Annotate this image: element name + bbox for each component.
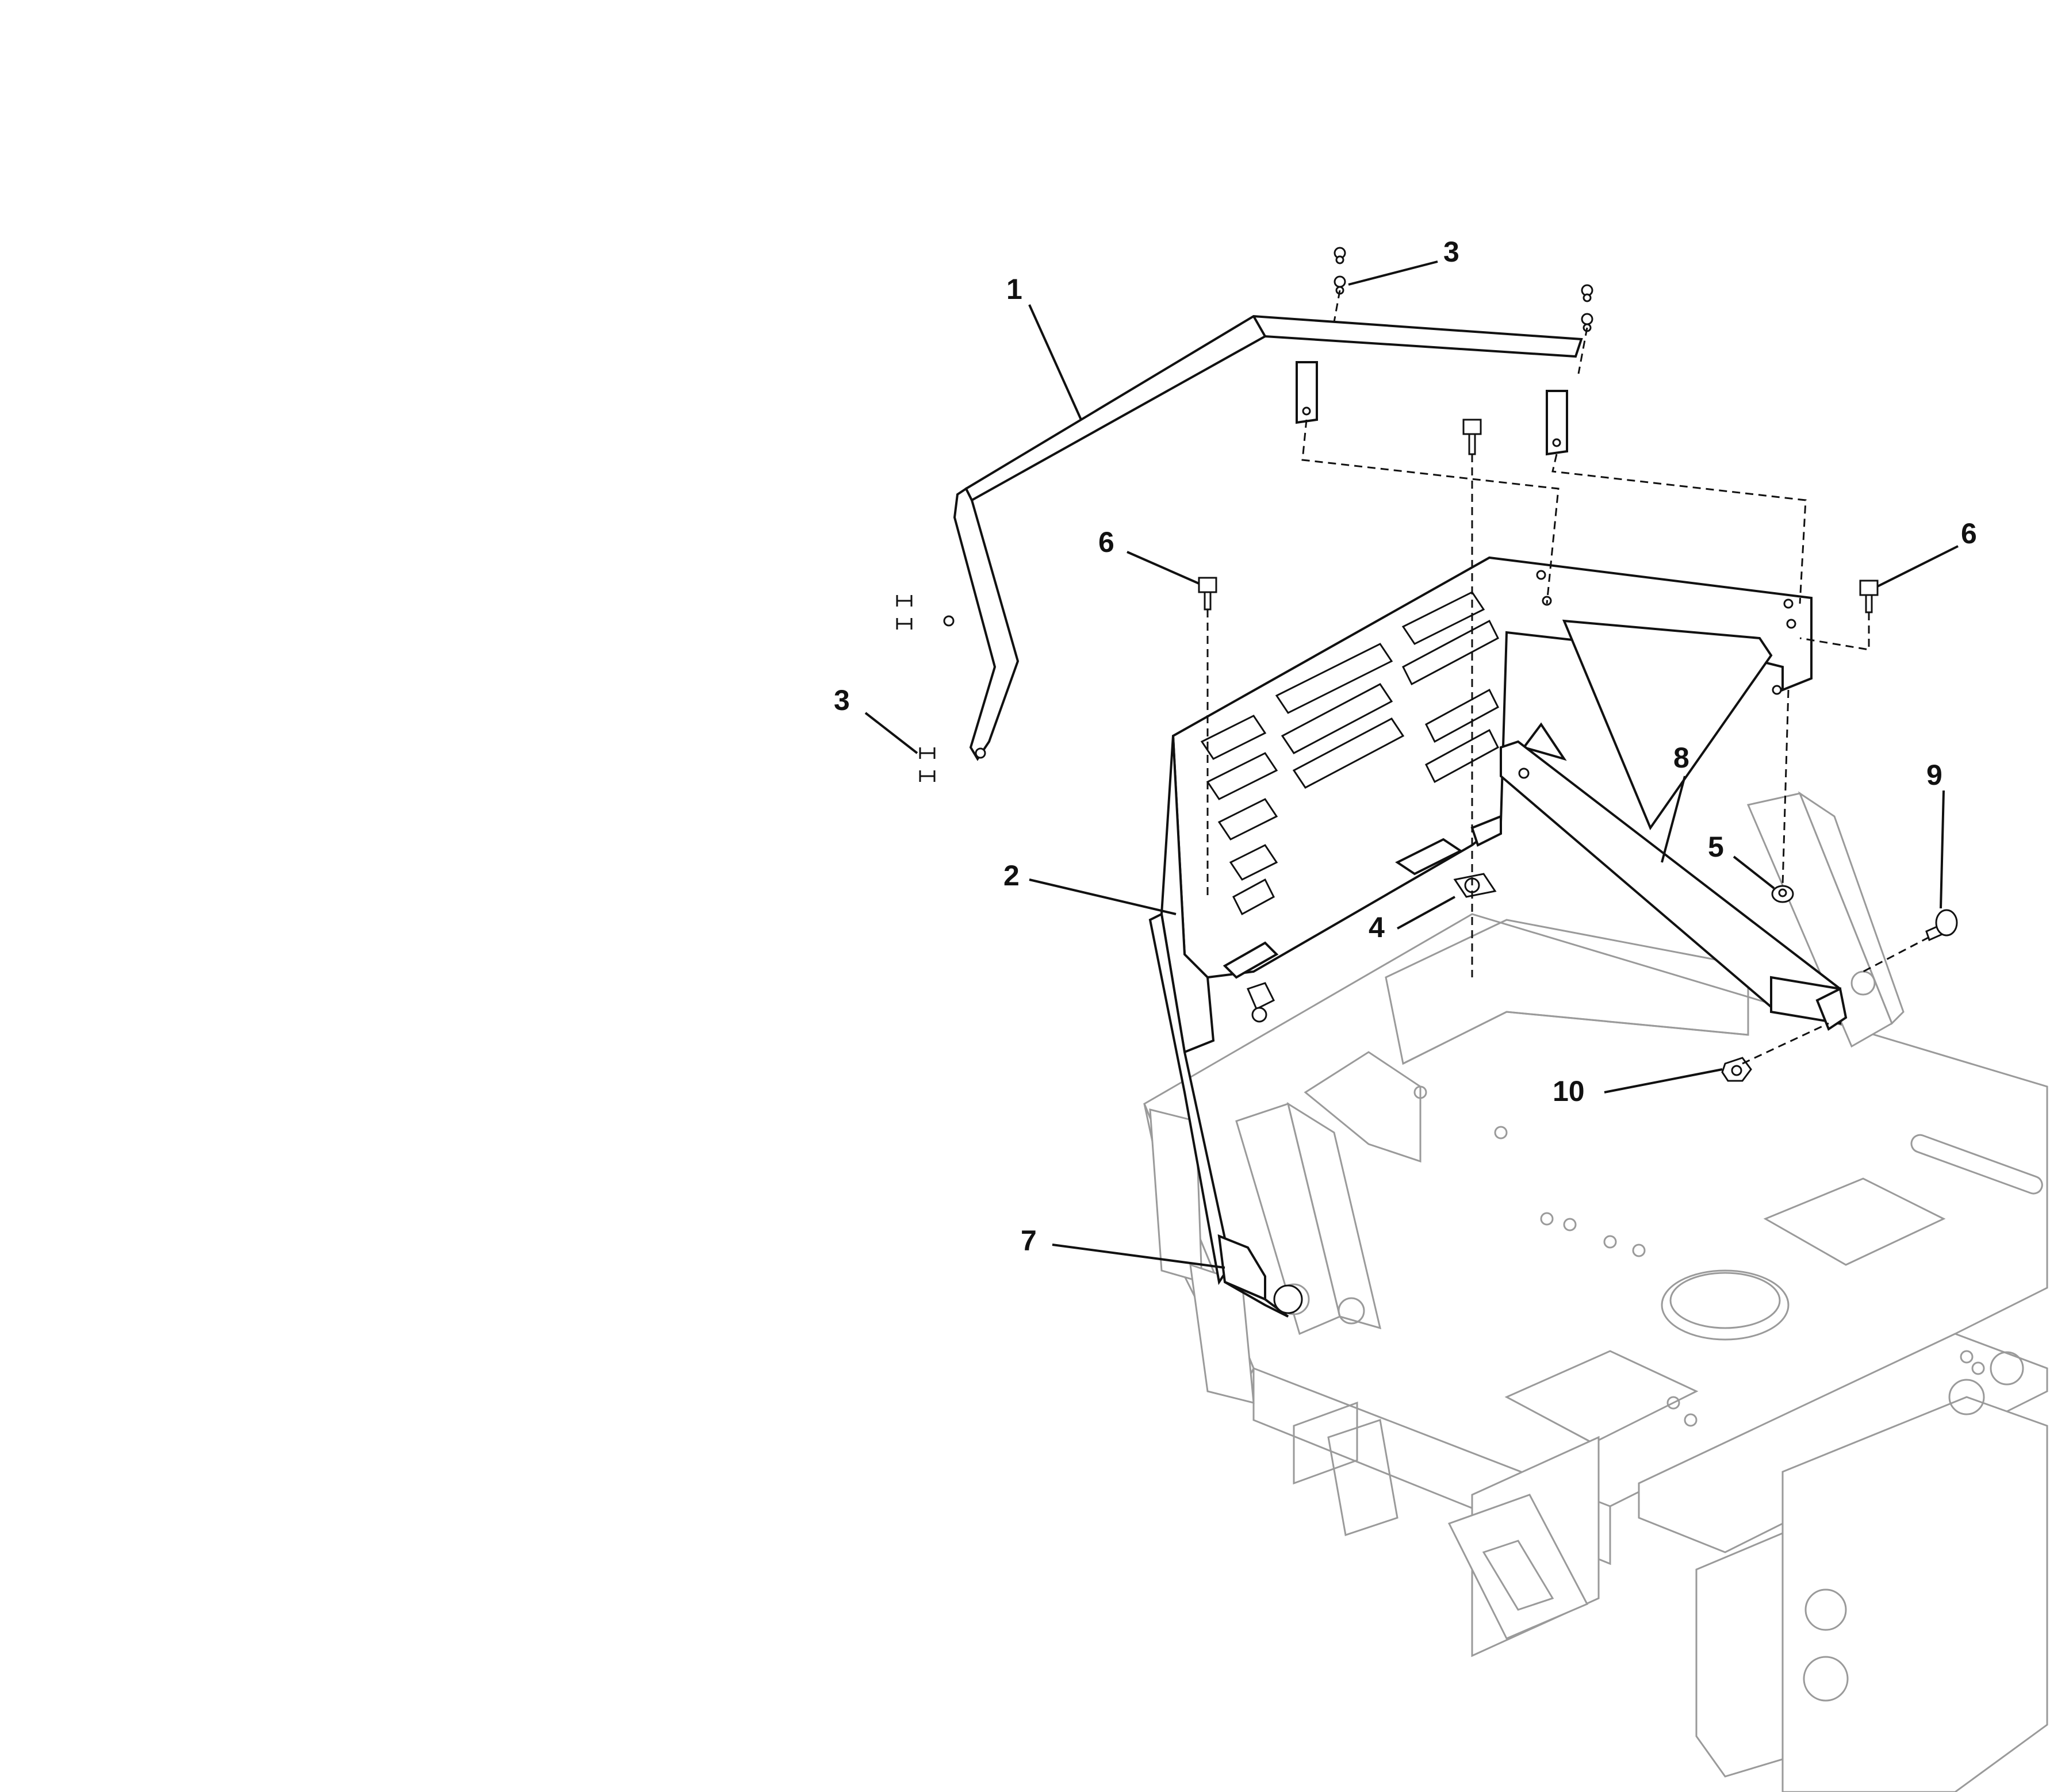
part-1-top-cover bbox=[943, 314, 1583, 761]
part-6-bolt-right bbox=[1859, 580, 1879, 613]
panel-mount-nut bbox=[1246, 982, 1275, 1023]
callout-3-left: 3 bbox=[834, 684, 850, 716]
callout-2: 2 bbox=[1003, 859, 1020, 892]
part-2-screen-panel bbox=[1148, 556, 1813, 1286]
part-8-support-arm bbox=[1500, 740, 1848, 1031]
leader-3-left bbox=[864, 712, 918, 754]
leader-5 bbox=[1733, 855, 1775, 889]
callout-4: 4 bbox=[1369, 911, 1385, 943]
leader-2 bbox=[1029, 878, 1177, 915]
part-4-clip-nut bbox=[1453, 873, 1497, 898]
assembly-guide-lines bbox=[1206, 290, 1930, 1065]
part-6-bolt-left bbox=[1198, 577, 1217, 611]
center-bolt bbox=[1462, 419, 1482, 455]
part-3-screws-left bbox=[896, 595, 936, 782]
callout-5: 5 bbox=[1708, 831, 1724, 863]
callout-1: 1 bbox=[1006, 273, 1022, 305]
leader-9 bbox=[1940, 790, 1945, 909]
leader-6-left bbox=[1127, 551, 1200, 585]
leader-6-right bbox=[1877, 545, 1959, 588]
callout-6-right: 6 bbox=[1961, 517, 1977, 550]
callout-9: 9 bbox=[1926, 759, 1942, 791]
part-3-screws-upper bbox=[1334, 247, 1593, 332]
part-7-lower-bracket bbox=[1217, 1234, 1303, 1318]
leader-3-top bbox=[1348, 260, 1438, 286]
leader-8 bbox=[1661, 776, 1686, 863]
leader-7 bbox=[1052, 1244, 1225, 1269]
callout-6-left: 6 bbox=[1098, 526, 1114, 558]
callout-labels: 1 2 3 3 4 5 6 6 7 8 9 10 bbox=[834, 236, 1977, 1257]
callout-10: 10 bbox=[1553, 1075, 1585, 1107]
leader-4 bbox=[1397, 896, 1455, 930]
chassis-frame bbox=[1143, 791, 2048, 1792]
callout-8: 8 bbox=[1673, 742, 1689, 774]
leader-10 bbox=[1604, 1068, 1723, 1093]
part-5-flange-nut bbox=[1771, 885, 1794, 903]
callout-7: 7 bbox=[1021, 1225, 1037, 1257]
callout-3-top: 3 bbox=[1443, 236, 1459, 268]
leader-1 bbox=[1028, 304, 1082, 420]
hardware-fasteners bbox=[896, 247, 1958, 1082]
part-9-shoulder-bolt bbox=[1925, 909, 1958, 942]
callout-leaders bbox=[864, 260, 1959, 1269]
